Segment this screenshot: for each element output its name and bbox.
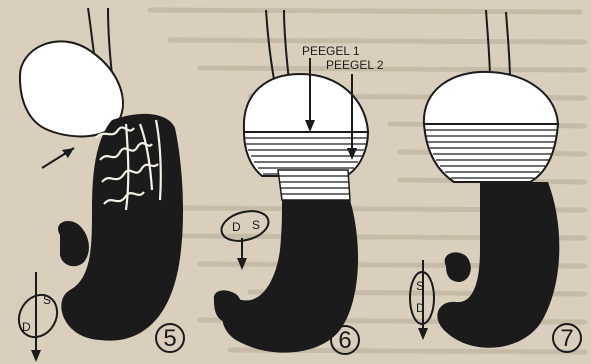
fluid-layer <box>424 124 558 182</box>
figure-number-5: 5 <box>163 325 176 352</box>
label-s: S <box>252 218 260 232</box>
fluid-layer-2 <box>278 170 350 200</box>
pointer-arrow <box>42 148 74 168</box>
figure-number-7: 7 <box>560 325 573 352</box>
label-level-2: PEEGEL 2 <box>326 58 384 72</box>
orientation-symbol: S D <box>410 260 434 340</box>
duodenal-bulb <box>58 221 89 266</box>
orientation-symbol: S D <box>11 272 64 362</box>
figure-6: PEEGEL 1 PEEGEL 2 D S 6 <box>214 10 384 354</box>
duodenal-bulb <box>445 252 471 282</box>
gas-bubble <box>244 74 368 132</box>
label-d: D <box>22 320 31 334</box>
gas-bubble <box>424 72 558 124</box>
label-level-1: PEEGEL 1 <box>302 44 360 58</box>
stomach-fundus <box>20 41 123 136</box>
label-s: S <box>416 279 424 293</box>
figure-number-6: 6 <box>338 327 351 354</box>
label-s: S <box>43 293 51 307</box>
label-d: D <box>416 301 425 315</box>
label-d: D <box>232 220 241 234</box>
figure-5: S D 5 <box>11 8 184 362</box>
